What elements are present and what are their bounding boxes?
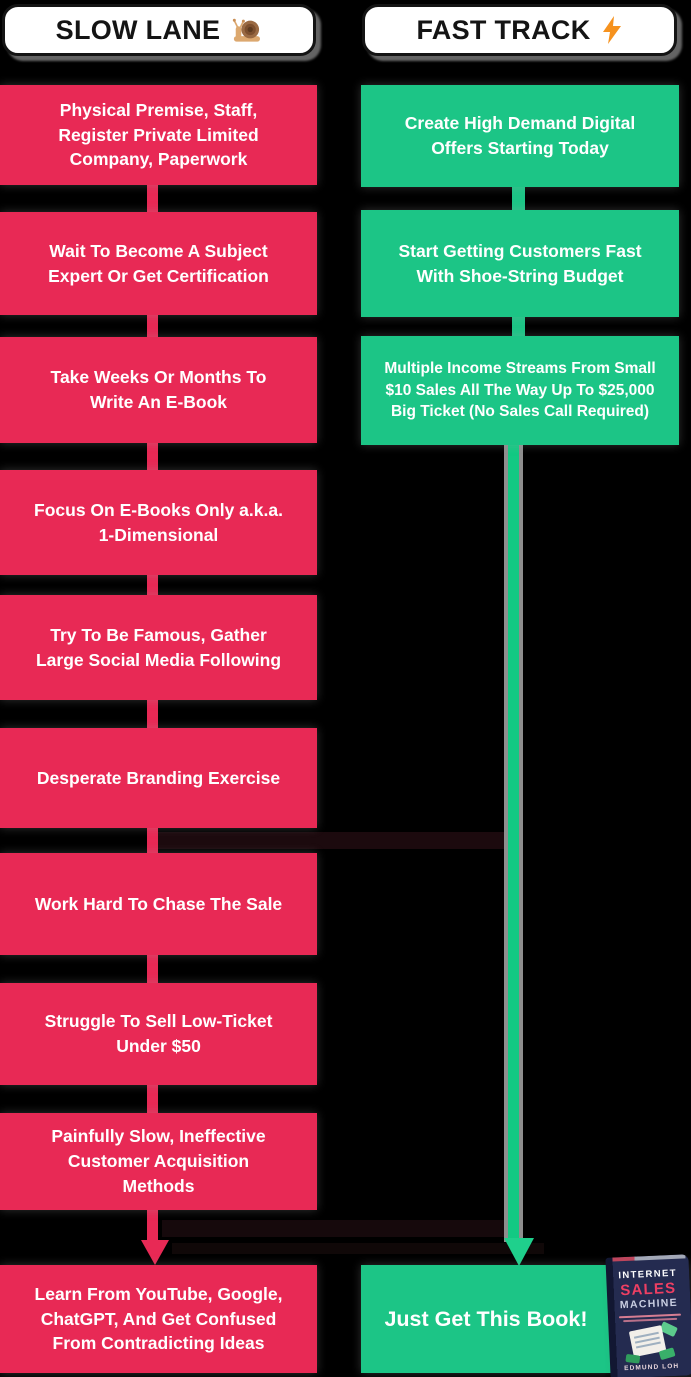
slow-lane-connector [147, 695, 158, 732]
slow-lane-connector [147, 570, 158, 599]
book-title-machine: MACHINE [619, 1296, 679, 1312]
fast-track-header: FAST TRACK [362, 4, 677, 56]
step-text: Physical Premise, Staff, Register Privat… [58, 99, 259, 170]
slow-lane-step-7: Work Hard To Chase The Sale [0, 853, 317, 955]
slow-lane-step-3: Take Weeks Or Months To Write An E-Book [0, 337, 317, 443]
slow-lane-title: SLOW LANE [55, 14, 221, 45]
slow-lane-arrow-shaft [147, 1205, 158, 1243]
crossover-bar-bottom-2 [172, 1243, 544, 1254]
step-text: Work Hard To Chase The Sale [34, 893, 283, 914]
book-subtitle-lines [608, 1313, 691, 1323]
slow-lane-connector [147, 438, 158, 474]
slow-lane-down-arrow [141, 1240, 169, 1265]
slow-lane-header: SLOW LANE [2, 4, 316, 56]
slow-lane-connector [147, 823, 158, 857]
step-text: Multiple Income Streams From Small $10 S… [384, 360, 656, 421]
fast-track-flow-line [504, 440, 523, 1242]
step-text: Create High Demand Digital Offers Starti… [404, 113, 636, 158]
book-illustration [622, 1321, 679, 1364]
slow-lane-step-6: Desperate Branding Exercise [0, 728, 317, 828]
snail-icon [230, 16, 262, 44]
slow-lane-step-4: Focus On E-Books Only a.k.a. 1-Dimension… [0, 470, 317, 575]
fast-track-connector [512, 182, 525, 214]
slow-lane-step-8: Struggle To Sell Low-Ticket Under $50 [0, 983, 317, 1085]
book-author: EDMUND LOH [624, 1362, 680, 1373]
step-text: Desperate Branding Exercise [36, 767, 281, 788]
step-text: Wait To Become A Subject Expert Or Get C… [48, 240, 269, 286]
book-pages-edge [612, 1254, 686, 1262]
fast-track-title: FAST TRACK [416, 14, 591, 45]
fast-track-step-1: Create High Demand Digital Offers Starti… [361, 85, 679, 187]
slow-lane-connector [147, 1080, 158, 1117]
slow-lane-final-step: Learn From YouTube, Google, ChatGPT, And… [0, 1265, 317, 1373]
slow-lane-step-5: Try To Be Famous, Gather Large Social Me… [0, 595, 317, 700]
crossover-bar-bottom-1 [162, 1220, 504, 1237]
step-text: Struggle To Sell Low-Ticket Under $50 [44, 1011, 273, 1056]
step-text: Painfully Slow, Ineffective Customer Acq… [51, 1126, 266, 1196]
fast-track-step-3: Multiple Income Streams From Small $10 S… [361, 336, 679, 445]
fast-track-step-2: Start Getting Customers Fast With Shoe-S… [361, 210, 679, 317]
slow-lane-step-1: Physical Premise, Staff, Register Privat… [0, 85, 317, 185]
crossover-bar-mid [155, 832, 504, 849]
fast-track-cta[interactable]: Just Get This Book! [361, 1265, 611, 1373]
slow-lane-connector [147, 180, 158, 216]
step-text: Learn From YouTube, Google, ChatGPT, And… [34, 1283, 283, 1354]
fast-track-down-arrow [504, 1238, 534, 1266]
slow-lane-step-2: Wait To Become A Subject Expert Or Get C… [0, 212, 317, 315]
lightning-icon [601, 15, 623, 45]
step-text: Focus On E-Books Only a.k.a. 1-Dimension… [34, 499, 283, 545]
step-text: Take Weeks Or Months To Write An E-Book [50, 367, 267, 412]
step-text: Start Getting Customers Fast With Shoe-S… [398, 240, 642, 286]
step-text: Try To Be Famous, Gather Large Social Me… [35, 624, 282, 670]
slow-lane-connector [147, 310, 158, 341]
slow-lane-step-9: Painfully Slow, Ineffective Customer Acq… [0, 1113, 317, 1210]
slow-lane-connector [147, 950, 158, 987]
book-cover[interactable]: INTERNET SALES MACHINE EDMUND LOH [605, 1254, 691, 1377]
fast-track-connector [512, 312, 525, 340]
cta-text: Just Get This Book! [384, 1306, 588, 1331]
